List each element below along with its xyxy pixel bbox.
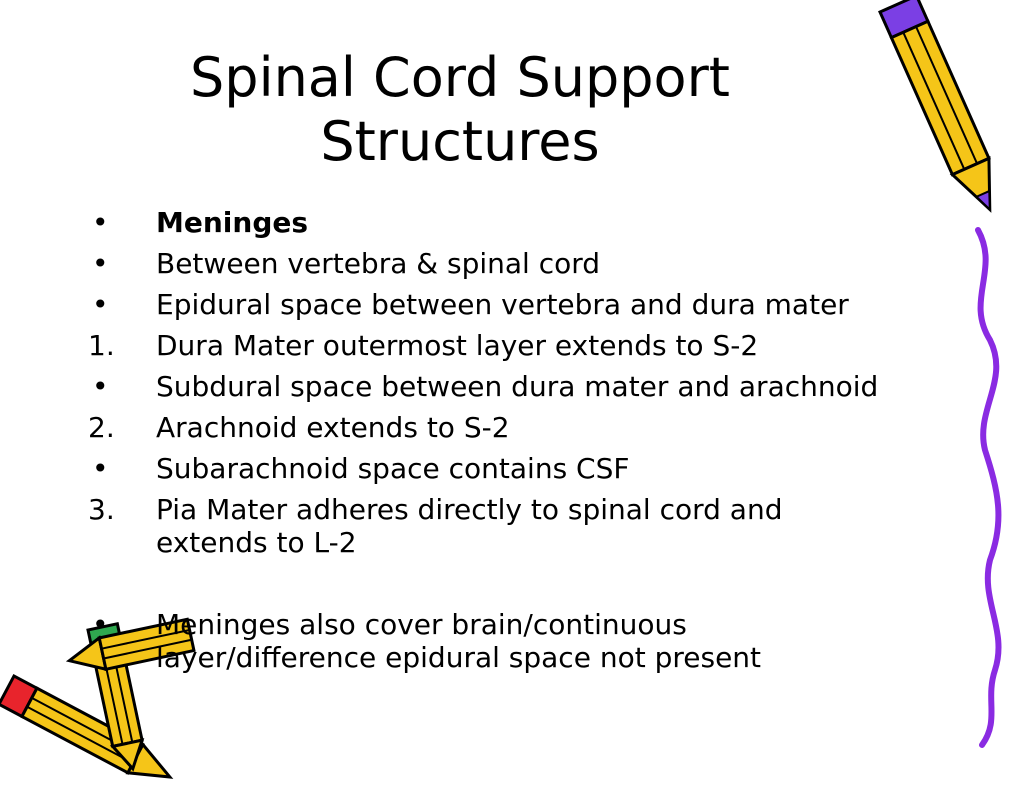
bullet-marker: • [92, 608, 109, 641]
pencil-icon [65, 617, 196, 672]
slide-title: Spinal Cord Support Structures [140, 46, 780, 174]
bullet-list: • Meninges • Between vertebra & spinal c… [78, 206, 898, 682]
bullet-marker: • [92, 452, 109, 485]
list-item-text: Subdural space between dura mater and ar… [156, 370, 879, 403]
list-item: • Meninges also cover brain/continuous l… [78, 608, 898, 674]
list-item-text: Epidural space between vertebra and dura… [156, 288, 849, 321]
number-marker: 1. [88, 329, 115, 362]
list-item-text: Meninges also cover brain/continuous lay… [156, 608, 762, 674]
number-marker: 2. [88, 411, 115, 444]
list-item-text: Between vertebra & spinal cord [156, 247, 601, 280]
list-item: 2. Arachnoid extends to S-2 [78, 411, 898, 444]
list-item: • Subdural space between dura mater and … [78, 370, 898, 403]
list-item: 3. Pia Mater adheres directly to spinal … [78, 493, 898, 559]
bullet-marker: • [92, 288, 109, 321]
bullet-marker: • [92, 206, 109, 239]
pencil-icon [878, 0, 992, 213]
title-line: Structures [320, 110, 600, 173]
list-item: 1. Dura Mater outermost layer extends to… [78, 329, 898, 362]
pencil-icon [86, 621, 145, 772]
list-item-text: Meninges [156, 206, 309, 239]
list-item: • Between vertebra & spinal cord [78, 247, 898, 280]
slide: Spinal Cord Support Structures • Meninge… [0, 0, 1002, 779]
list-item-text: Dura Mater outermost layer extends to S-… [156, 329, 759, 362]
pencil-icon [0, 673, 174, 779]
title-line: Spinal Cord Support [190, 46, 730, 109]
list-item: • Meninges [78, 206, 898, 239]
list-item: • Subarachnoid space contains CSF [78, 452, 898, 485]
bullet-marker: • [92, 370, 109, 403]
bullet-marker: • [92, 247, 109, 280]
list-item-text: Arachnoid extends to S-2 [156, 411, 510, 444]
list-item-text: Pia Mater adheres directly to spinal cor… [156, 493, 783, 559]
list-item-text: Subarachnoid space contains CSF [156, 452, 630, 485]
number-marker: 3. [88, 493, 115, 526]
list-item: • Epidural space between vertebra and du… [78, 288, 898, 321]
list-spacer [78, 567, 898, 600]
wavy-line-decoration [975, 227, 1002, 748]
